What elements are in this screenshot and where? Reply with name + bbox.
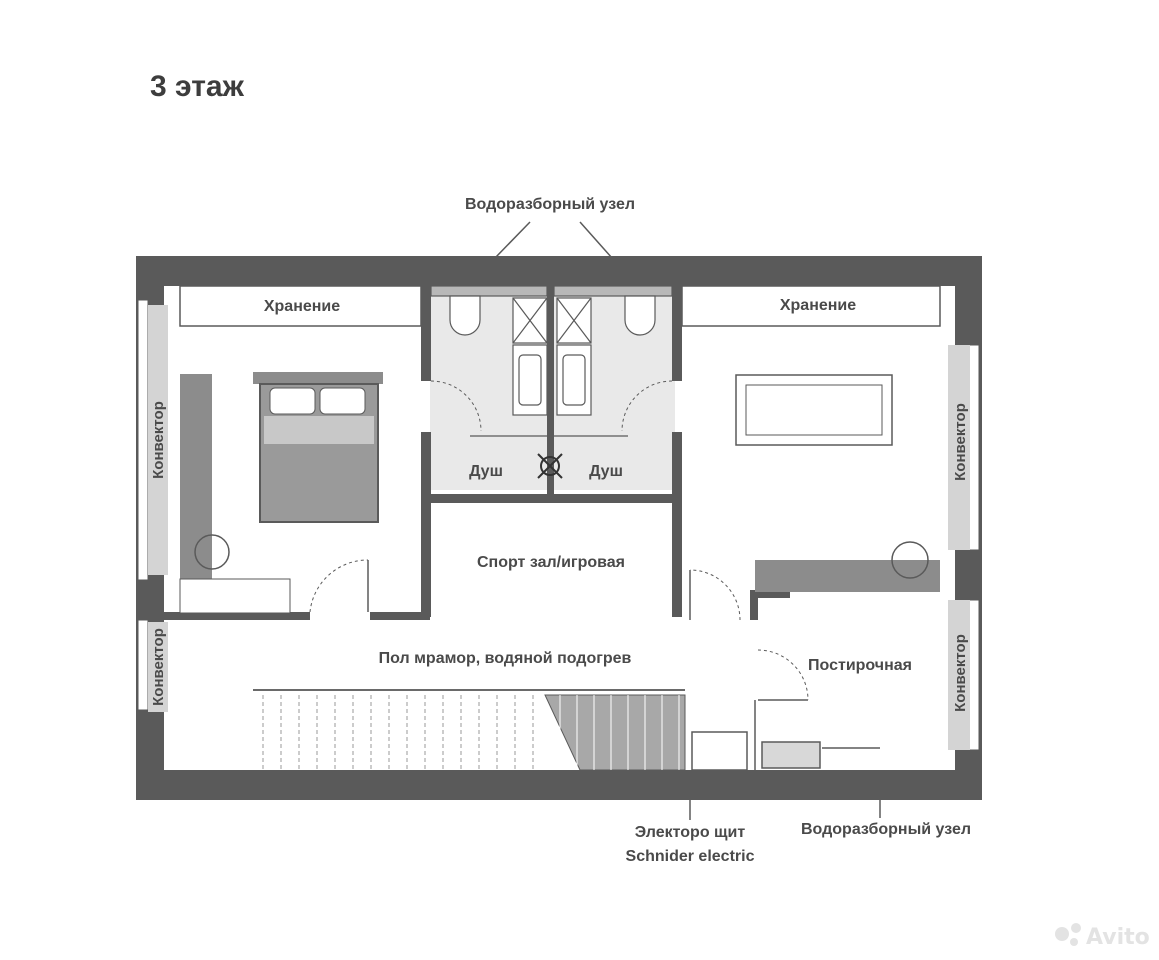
convector-left-top-label: Конвектор [150,401,167,479]
shower-left-label: Душ [469,463,503,480]
right-bedroom-furniture [735,374,940,592]
panel-label-line1: Электоро щит [635,824,746,841]
chair-icon [194,534,230,570]
laundry-label: Постирочная [808,657,912,674]
desk [755,560,940,592]
storage-left-label: Хранение [264,298,340,315]
shower-right-label: Душ [589,463,623,480]
washing-machine-icon [761,741,821,769]
shower-drain-icon [540,456,560,476]
toilet-icon [449,295,481,336]
leader-lines [494,221,881,820]
storage-right-box [681,285,941,327]
hall-floor-label: Пол мрамор, водяной подогрев [379,650,632,667]
bathroom-fixtures [430,285,673,479]
pillow-icon [319,387,366,415]
convector-right-top-label: Конвектор [952,403,969,481]
watermark-text: Avito [1086,925,1150,950]
panel-label-line2: Schnider electric [626,848,755,865]
chair-icon [891,541,929,579]
floor-title: 3 этаж [150,70,244,103]
storage-right-label: Хранение [780,297,856,314]
interior-walls [136,286,982,620]
water-node-bottom-label: Водоразборный узел [801,821,971,838]
water-node-top-label: Водоразборный узел [465,196,635,213]
pillow-icon [269,387,316,415]
avito-logo: Avito [1055,923,1150,950]
convectors [148,305,970,750]
gym-label: Спорт зал/игровая [477,554,625,571]
door-swings [309,380,809,701]
staircase [253,689,686,771]
toilet-icon [624,295,656,336]
convector-right-bottom-label: Конвектор [952,634,969,712]
left-bedroom-furniture [179,372,383,614]
storage-left-box [179,285,422,327]
convector-left-bottom-label: Конвектор [150,628,167,706]
